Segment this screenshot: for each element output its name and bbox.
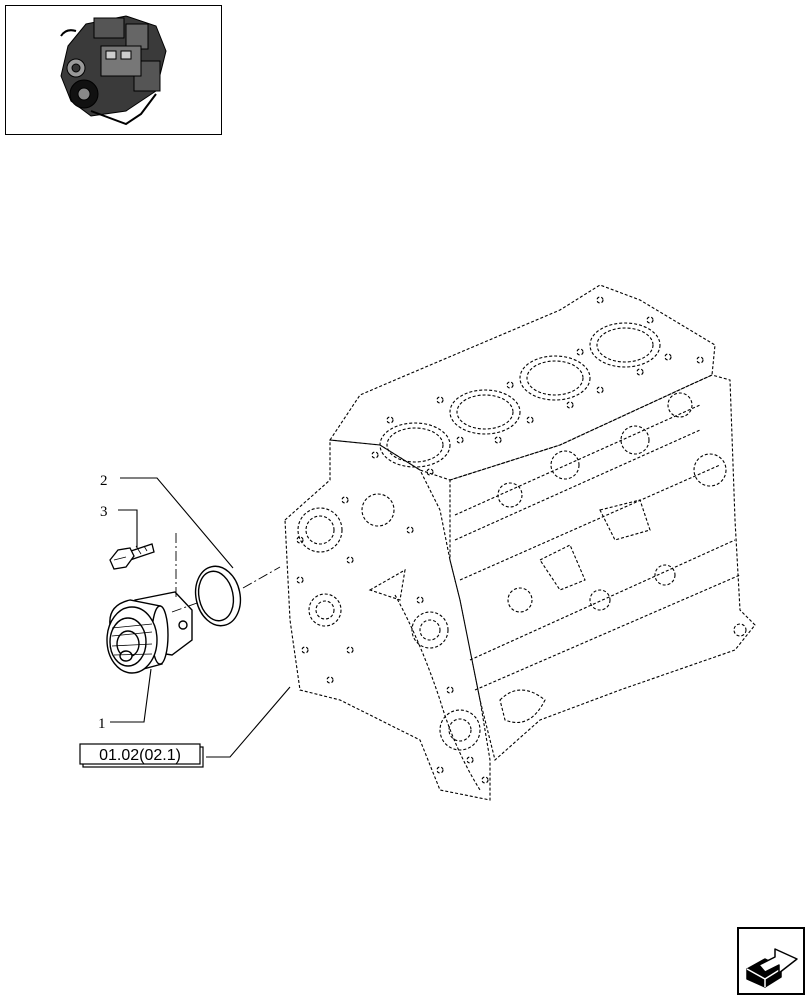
next-page-button[interactable] <box>737 927 805 995</box>
callout-1: 1 <box>98 716 106 732</box>
water-pump <box>106 591 193 674</box>
engine-thumbnail-icon <box>60 15 167 126</box>
reference-label: 01.02(02.1) <box>99 747 181 764</box>
next-page-arrow-icon <box>746 948 798 988</box>
reference-box[interactable]: 01.02(02.1) <box>79 743 204 768</box>
gasket <box>194 565 242 627</box>
engine-block <box>284 284 756 801</box>
bolt <box>109 543 155 570</box>
callout-3: 3 <box>100 504 108 520</box>
engine-thumbnail[interactable] <box>5 5 222 135</box>
leader-lines <box>110 477 291 758</box>
assembly-lines <box>171 533 281 613</box>
callout-2: 2 <box>100 473 108 489</box>
